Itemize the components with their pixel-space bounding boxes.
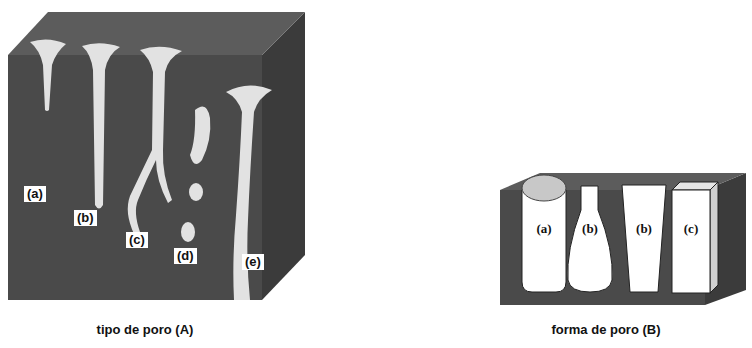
caption: forma de poro (B) [551, 323, 660, 337]
pore-letter: (e) [242, 254, 264, 270]
pore-letter: (d) [174, 248, 197, 264]
shape-letter: (b) [636, 222, 652, 236]
slit-pore [672, 190, 710, 293]
cylinder-pore-mouth [522, 175, 566, 201]
pore-b [82, 43, 120, 208]
shape-letter: (b) [582, 222, 598, 236]
pore-c [128, 47, 182, 234]
pore-d [189, 183, 203, 201]
pore-letter: (a) [24, 186, 46, 202]
pore-letter: (b) [74, 210, 97, 226]
pore-e [226, 85, 272, 300]
pore-d [181, 222, 195, 242]
shape-letter: (c) [684, 222, 698, 236]
ink-bottle-pore [568, 186, 612, 292]
cone-pore [622, 185, 666, 292]
pore-a [30, 39, 66, 111]
shape-letter: (a) [536, 222, 551, 236]
pore-letter: (c) [126, 232, 148, 248]
block-side [705, 173, 746, 305]
caption: tipo de poro (A) [97, 323, 194, 337]
block-side [262, 12, 305, 300]
cylinder-pore [522, 190, 566, 292]
slit-pore-side [710, 182, 718, 293]
pore-d [190, 106, 210, 164]
